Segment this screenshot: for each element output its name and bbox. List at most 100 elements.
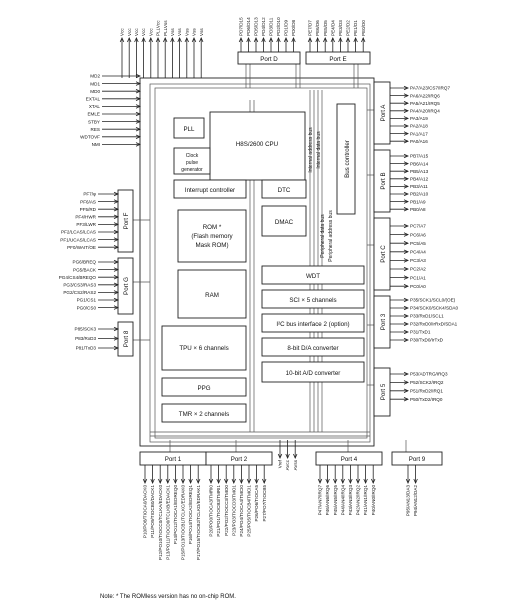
- pin-arrow: [165, 478, 170, 484]
- pin-label: P23/PO3/TIOCD3/TMO1: [231, 485, 236, 536]
- pin-label: PE2/D2: [346, 20, 351, 36]
- pin-arrow: [158, 478, 163, 484]
- pin-label: PF7/φ: [83, 192, 96, 197]
- pin-arrow: [307, 37, 313, 43]
- pin-label: PG2/CS2/RAS2: [63, 290, 96, 295]
- pin-label: Vcc: [127, 28, 132, 36]
- pin-arrow: [338, 37, 343, 43]
- pin-arrow: [403, 321, 409, 327]
- pin-label: PA0/A16: [410, 139, 428, 144]
- pin-arrow: [283, 37, 289, 43]
- pin-label: PB7/A15: [410, 154, 429, 159]
- pin-arrow: [127, 37, 132, 43]
- pin-arrow: [262, 478, 267, 484]
- pin-arrow: [141, 37, 146, 43]
- pin-arrow: [403, 297, 409, 303]
- dmac-block: [261, 205, 307, 237]
- bus-controller-label: Bus controller: [344, 140, 351, 178]
- pin-arrow: [208, 478, 214, 484]
- pin-arrow: [150, 478, 155, 484]
- pin-arrow: [403, 101, 409, 106]
- pin-label: PC4/A4: [410, 250, 426, 255]
- pin-label: PG3/CS3/RAS3: [63, 283, 96, 288]
- pin-label: PLLVss: [163, 20, 168, 36]
- pin-arrow: [113, 237, 119, 242]
- pin-arrow: [403, 380, 409, 385]
- pin-arrow: [403, 313, 409, 319]
- pin-label: PB6/A14: [410, 161, 429, 166]
- pin-label: PE6/D6: [315, 20, 320, 36]
- pin-arrow: [403, 176, 409, 181]
- pin-arrow: [113, 282, 119, 287]
- port-2-box: [205, 451, 273, 466]
- port-g-label: Port G: [123, 277, 130, 295]
- pin-label: P83/RxD3: [75, 336, 96, 341]
- pin-label: P94/AN12/DA2: [413, 485, 418, 517]
- pin-label: P40/AN0/IRQ0: [371, 485, 376, 516]
- pin-arrow: [231, 478, 236, 484]
- pll-block: [173, 117, 205, 139]
- pin-label: Vss: [170, 28, 175, 36]
- pin-arrow: [403, 266, 409, 272]
- port-a-label: Port A: [380, 104, 387, 122]
- pin-label: P42/AN2/IRQ2: [356, 485, 361, 516]
- pin-label: AVss: [293, 459, 298, 470]
- iic-label: I²C bus interface 2 (option): [276, 321, 349, 328]
- pin-arrow: [285, 453, 290, 459]
- bus-label-peripheral-address: Peripheral address bus: [328, 210, 334, 262]
- pin-arrow: [403, 275, 409, 280]
- pin-label: PB2/A10: [410, 192, 429, 197]
- pin-label: EXTAL: [86, 97, 101, 102]
- pin-arrow: [199, 37, 204, 43]
- footnote: Note: * The ROMless version has no on-ch…: [100, 594, 236, 600]
- pin-arrow: [246, 478, 252, 484]
- pin-label: P81/TxD3: [76, 346, 97, 351]
- port-8-label: Port 8: [123, 330, 130, 347]
- pin-arrow: [315, 37, 320, 43]
- pin-arrow: [325, 478, 330, 484]
- pin-arrow: [113, 222, 119, 227]
- pin-arrow: [113, 336, 119, 341]
- bus-label-internal-data: Internal data bus: [316, 131, 322, 169]
- port-f-label: Port F: [123, 212, 130, 229]
- pin-arrow: [330, 37, 335, 43]
- pin-label: PF1/UCAS/LCAS: [60, 237, 96, 242]
- pin-arrow: [246, 37, 251, 43]
- pin-arrow: [135, 119, 141, 124]
- pin-arrow: [413, 478, 418, 484]
- pin-arrow: [253, 37, 259, 43]
- pin-label: P44/AN4/IRQ4: [340, 485, 345, 516]
- pin-label: Vcc: [148, 28, 153, 36]
- pin-arrow: [135, 111, 141, 117]
- pin-label: P15/PO13/TIOCB1/TCLKC/EDRAK0: [181, 485, 186, 561]
- pin-arrow: [403, 116, 409, 121]
- port-c-pins: PC7/A7PC6/A6PC5/A5PC4/A4PC3/A3PC2/A2PC1/…: [390, 224, 426, 289]
- pin-arrow: [353, 37, 358, 43]
- pin-arrow: [348, 478, 353, 484]
- pin-label: P20/PO0/TIOCA3/TMRI0: [209, 485, 214, 537]
- pin-label: PB4/A12: [410, 177, 429, 182]
- port-e-label: Port E: [329, 56, 346, 63]
- pin-arrow: [276, 37, 281, 43]
- pin-arrow: [224, 478, 229, 484]
- bus-label-peripheral-data: Peripheral data bus: [320, 214, 326, 258]
- port-3-pins: P35/SCK1/SCL0/(OE)P34/SCK0/SCK4/SDA0P33/…: [390, 298, 458, 343]
- dtc-block: [261, 179, 307, 199]
- rom-block: [177, 209, 247, 263]
- pin-label: PG5/BACK: [73, 267, 97, 272]
- port-b-label: Port B: [380, 172, 387, 189]
- cpu-block: [209, 111, 306, 181]
- pin-arrow: [142, 478, 148, 484]
- pin-label: PC2/A2: [410, 267, 426, 272]
- clock-label-1: Clock: [186, 153, 199, 159]
- pin-label: P11/PO9/TIOCB0/DACK1: [150, 485, 155, 538]
- bus-label-internal-address: Internal address bus: [308, 127, 314, 173]
- pin-label: P31/TxD1: [410, 330, 431, 335]
- pin-arrow: [323, 37, 328, 43]
- pin-label: P16/PO14/TIOCA2/EDREQ1: [188, 485, 193, 545]
- pin-arrow: [403, 223, 409, 229]
- pin-arrow: [403, 249, 409, 254]
